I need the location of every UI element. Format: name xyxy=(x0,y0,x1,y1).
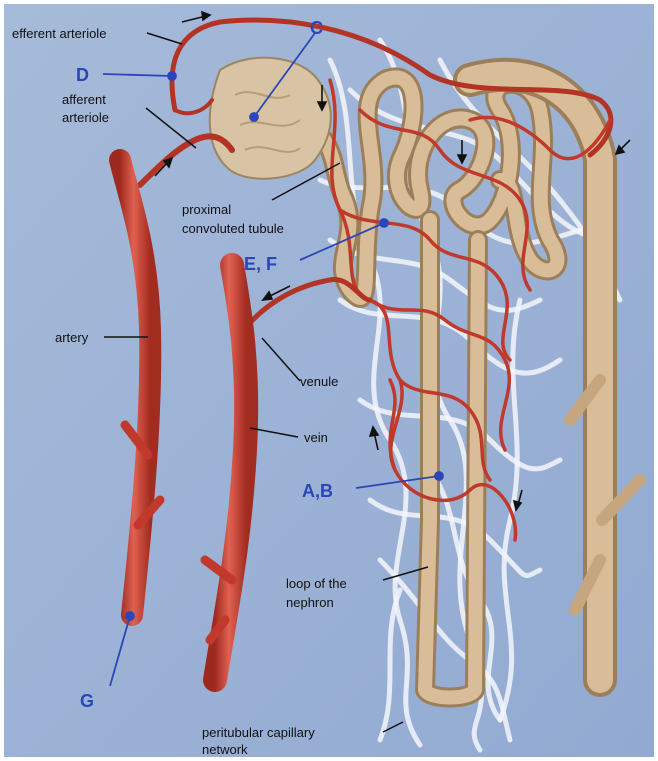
marker-g: G xyxy=(80,691,94,711)
label-loop-line1: loop of the xyxy=(286,576,347,591)
marker-ef: E, F xyxy=(244,254,277,274)
label-peritubular-line1: peritubular capillary xyxy=(202,725,315,740)
label-efferent-arteriole: efferent arteriole xyxy=(12,26,106,41)
marker-c: C xyxy=(310,18,323,38)
label-vein: vein xyxy=(304,430,328,445)
marker-d: D xyxy=(76,65,89,85)
marker-ab: A,B xyxy=(302,481,333,501)
label-afferent-arteriole-line2: arteriole xyxy=(62,110,109,125)
label-afferent-arteriole-line1: afferent xyxy=(62,92,106,107)
label-loop-line2: nephron xyxy=(286,595,334,610)
label-peritubular-line2: network xyxy=(202,742,248,757)
glomerular-capsule xyxy=(210,58,331,179)
label-proximal-tubule-line1: proximal xyxy=(182,202,231,217)
label-venule: venule xyxy=(300,374,338,389)
label-proximal-tubule-line2: convoluted tubule xyxy=(182,221,284,236)
label-artery: artery xyxy=(55,330,89,345)
